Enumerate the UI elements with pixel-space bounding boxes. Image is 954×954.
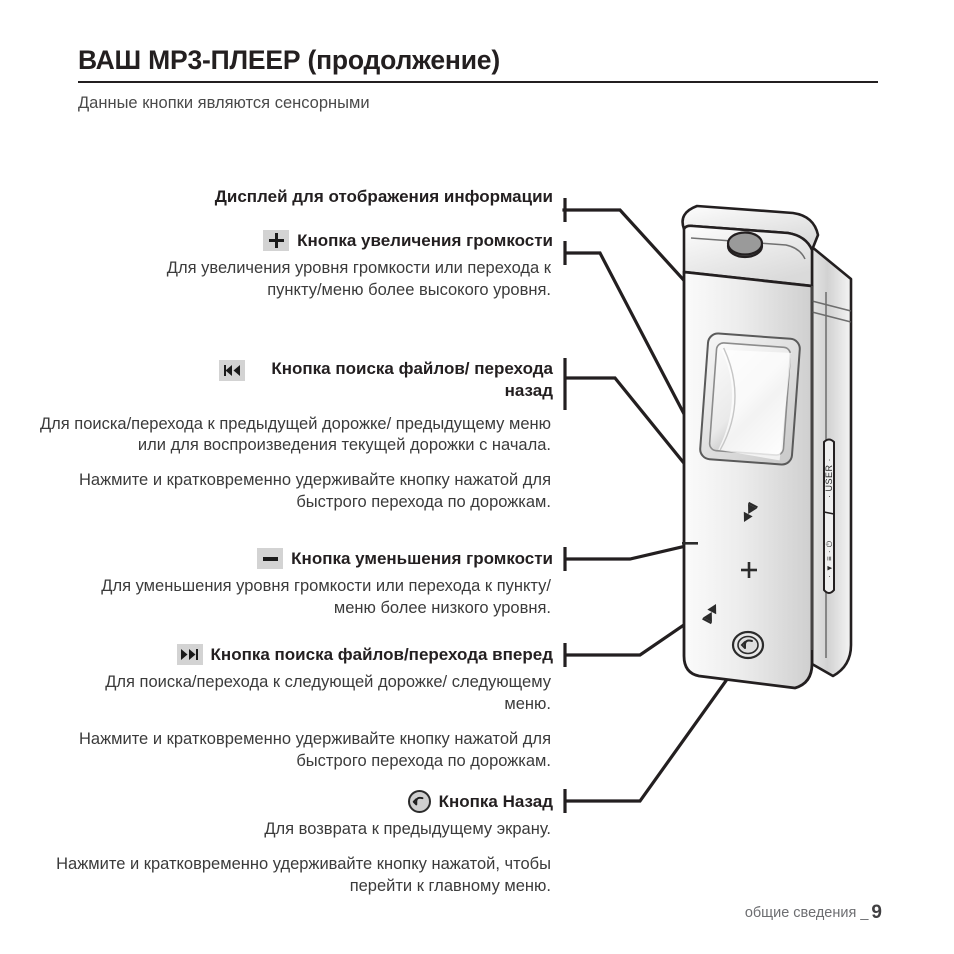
callout-search-back-body-2: Нажмите и кратковременно удерживайте кно… (79, 471, 551, 512)
minus-icon (257, 548, 284, 570)
callout-search-back-label: Кнопка поиска файлов/ перехода назад (271, 359, 553, 400)
callout-volume-up-label: Кнопка увеличения громкости (297, 231, 553, 250)
callout-volume-down: Кнопка уменьшения громкости Для уменьшен… (0, 548, 553, 620)
device-right-side (810, 245, 853, 678)
leader-lines (562, 208, 751, 803)
callout-search-forward: Кнопка поиска файлов/перехода вперед Для… (0, 644, 553, 773)
leader-tick-caps (563, 198, 692, 813)
device-front-face (682, 270, 814, 690)
leader-fastforward (564, 600, 719, 657)
title-divider (78, 80, 878, 83)
touch-mark-fastforward (702, 604, 717, 625)
device-touch-marks (682, 501, 758, 625)
plus-icon (263, 230, 290, 252)
leader-back (564, 647, 751, 803)
device-top-bevel (681, 204, 820, 252)
callout-display-label: Дисплей для отображения информации (214, 187, 553, 206)
display-screen (708, 342, 792, 456)
touch-mark-minus (682, 542, 698, 545)
screen-bezel (699, 332, 801, 466)
device-back-button (731, 630, 765, 660)
callout-display-heading: Дисплей для отображения информации (0, 186, 553, 208)
screen-glare (718, 349, 792, 461)
footer-section: общие сведения _ (744, 905, 869, 921)
leader-volume-down (564, 543, 692, 561)
touch-mark-rewind (743, 501, 758, 522)
svg-text:· ▼ ≡ · ⏻: · ▼ ≡ · ⏻ (825, 540, 834, 578)
device-top-face (682, 224, 814, 288)
callout-display: Дисплей для отображения информации (0, 186, 553, 208)
callout-search-forward-body-2: Нажмите и кратковременно удерживайте кно… (79, 729, 551, 770)
callout-back-heading: Кнопка Назад (0, 790, 553, 813)
callout-search-back: Кнопка поиска файлов/ перехода назад Для… (0, 358, 553, 514)
callout-search-forward-heading: Кнопка поиска файлов/перехода вперед (0, 644, 553, 666)
fastforward-icon (176, 644, 203, 666)
callout-volume-up-body: Для увеличения уровня громкости или пере… (166, 258, 551, 299)
callout-search-forward-body-1: Для поиска/перехода к следующей дорожке/… (105, 672, 551, 713)
callout-back-body-1: Для возврата к предыдущему экрану. (264, 820, 551, 838)
strap-hole (726, 233, 764, 259)
touch-mark-plus (741, 562, 757, 578)
callout-search-forward-label: Кнопка поиска файлов/перехода вперед (210, 645, 553, 664)
leader-volume-up (564, 251, 745, 528)
back-circle-icon (407, 790, 431, 813)
leader-rewind (564, 376, 733, 523)
callout-volume-up: Кнопка увеличения громкости Для увеличен… (0, 230, 553, 302)
callout-back-label: Кнопка Назад (438, 791, 553, 811)
rewind-icon (219, 360, 245, 381)
page-number: 9 (871, 902, 882, 923)
callout-search-back-body-1: Для поиска/перехода к предыдущей дорожке… (39, 414, 551, 455)
device-side-switch: · USER · · ▼ ≡ · ⏻ (823, 438, 835, 594)
callout-volume-down-label: Кнопка уменьшения громкости (291, 549, 553, 568)
side-label-user: · USER · (824, 458, 834, 498)
callout-volume-down-body: Для уменьшения уровня громкости или пере… (101, 576, 551, 617)
page-subtitle: Данные кнопки являются сенсорными (78, 93, 370, 112)
page-header: ВАШ MP3-ПЛЕЕР (продолжение) Данные кнопк… (78, 45, 878, 113)
mp3-player-illustration: · USER · · ▼ ≡ · ⏻ (681, 204, 853, 690)
callout-back: Кнопка Назад Для возврата к предыдущему … (0, 790, 553, 898)
callout-volume-up-heading: Кнопка увеличения громкости (0, 230, 553, 252)
callout-volume-down-heading: Кнопка уменьшения громкости (0, 548, 553, 570)
page-footer: общие сведения _9 (745, 902, 882, 924)
callout-search-back-heading: Кнопка поиска файлов/ перехода назад (0, 358, 553, 402)
leader-display (564, 208, 723, 323)
page-title: ВАШ MP3-ПЛЕЕР (продолжение) (78, 45, 500, 75)
callout-back-body-2: Нажмите и кратковременно удерживайте кно… (56, 854, 551, 895)
